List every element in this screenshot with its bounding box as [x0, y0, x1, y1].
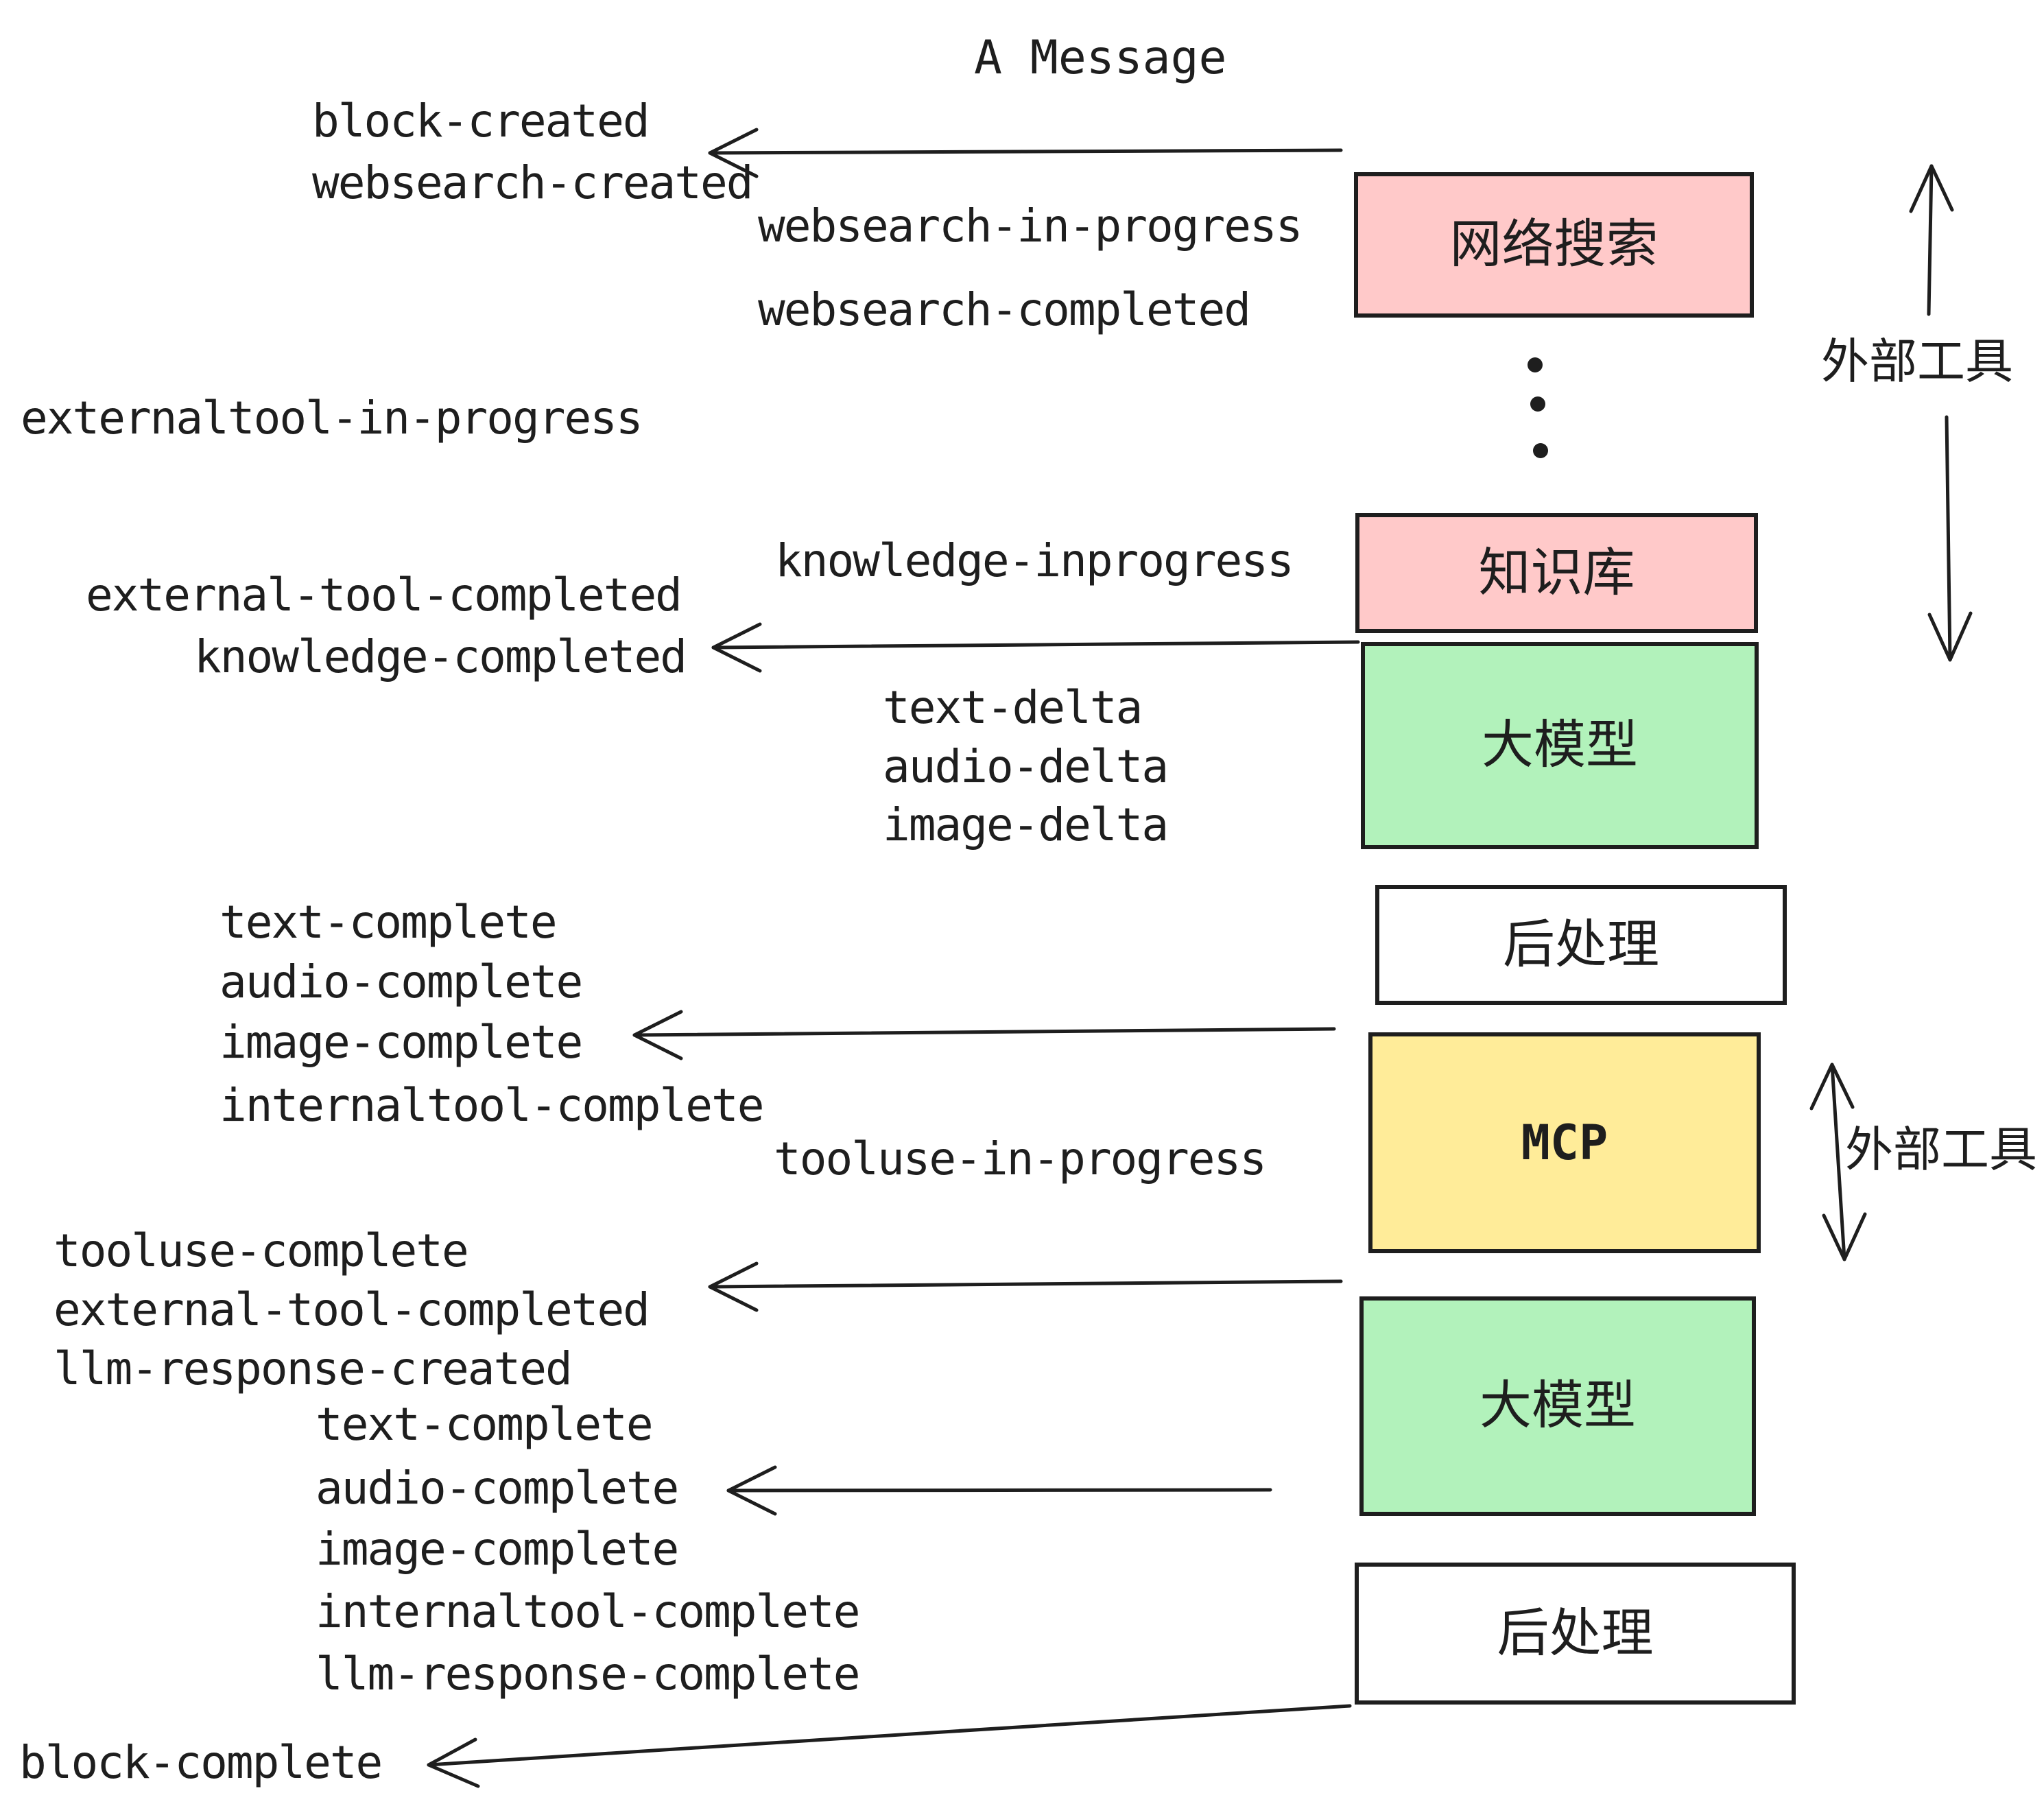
arrow-to-websearch-created	[708, 128, 1343, 178]
event-label-tooluse-in-progress: tooluse-in-progress	[774, 1132, 1267, 1185]
box-knowledge: 知识库	[1355, 513, 1758, 633]
event-label-block-complete: block-complete	[19, 1736, 383, 1789]
event-label-knowledge-inprogress: knowledge-inprogress	[775, 534, 1294, 587]
box-postprocess-2: 后处理	[1355, 1563, 1796, 1705]
event-label-websearch-in-progress: websearch-in-progress	[758, 200, 1303, 252]
dot	[1528, 357, 1543, 372]
event-label-image-delta-1: image-delta	[883, 798, 1169, 851]
event-label-block-created: block-created	[312, 95, 650, 147]
box-websearch: 网络搜索	[1354, 172, 1754, 318]
external-tools-up-arrow	[1909, 164, 1954, 316]
event-label-audio-complete-1: audio-complete	[219, 956, 583, 1008]
event-label-text-complete-2: text-complete	[316, 1398, 654, 1451]
event-label-websearch-created: websearch-created	[312, 156, 754, 209]
mcp-external-tools-double-arrow	[1809, 1063, 1867, 1261]
arrow-to-audio-complete	[726, 1465, 1272, 1516]
box-postprocess-1: 后处理	[1375, 885, 1787, 1005]
external-tools-label-mcp: 外部工具	[1845, 1123, 2037, 1176]
external-tools-down-arrow	[1927, 415, 1973, 662]
arrow-to-image-complete	[632, 1010, 1336, 1060]
external-tools-label-top: 外部工具	[1821, 335, 2013, 388]
box-knowledge-label: 知识库	[1478, 543, 1635, 602]
event-label-knowledge-completed: knowledge-completed	[194, 630, 687, 683]
event-label-externaltool-in-progress: externaltool-in-progress	[21, 392, 643, 444]
box-postprocess-2-label: 后处理	[1497, 1604, 1654, 1663]
event-label-image-complete-2: image-complete	[316, 1523, 679, 1576]
event-label-audio-delta-1: audio-delta	[883, 740, 1169, 793]
event-label-websearch-completed: websearch-completed	[758, 283, 1251, 336]
box-postprocess-1-label: 后处理	[1503, 915, 1659, 974]
dot	[1533, 443, 1548, 458]
ellipsis-dots	[1528, 357, 1548, 458]
arrow-to-external-tool-completed	[708, 1261, 1343, 1312]
box-llm-2-label: 大模型	[1479, 1377, 1636, 1435]
event-label-text-delta-1: text-delta	[883, 681, 1143, 734]
box-websearch-label: 网络搜索	[1449, 215, 1659, 274]
event-label-image-complete-1: image-complete	[219, 1016, 583, 1069]
event-label-llm-response-complete: llm-response-complete	[316, 1648, 860, 1700]
arrow-to-block-complete	[427, 1704, 1352, 1788]
event-label-llm-response-created: llm-response-created	[54, 1342, 573, 1395]
box-llm-1-label: 大模型	[1482, 716, 1638, 774]
event-label-internaltool-complete-2: internaltool-complete	[316, 1585, 860, 1638]
event-label-internaltool-complete-1: internaltool-complete	[219, 1079, 764, 1132]
event-label-external-tool-completed: external-tool-completed	[86, 569, 682, 621]
box-mcp: MCP	[1368, 1032, 1761, 1253]
diagram-title: A Message	[974, 31, 1227, 85]
event-label-external-tool-completed-2: external-tool-completed	[54, 1283, 650, 1336]
arrow-to-knowledge-completed	[711, 622, 1360, 673]
event-label-tooluse-complete: tooluse-complete	[54, 1224, 469, 1277]
event-label-text-complete-1: text-complete	[219, 896, 558, 949]
dot	[1530, 396, 1545, 412]
event-label-audio-complete-2: audio-complete	[316, 1462, 679, 1515]
box-llm-2: 大模型	[1359, 1296, 1756, 1516]
box-mcp-label: MCP	[1521, 1115, 1608, 1171]
box-llm-1: 大模型	[1361, 642, 1759, 849]
